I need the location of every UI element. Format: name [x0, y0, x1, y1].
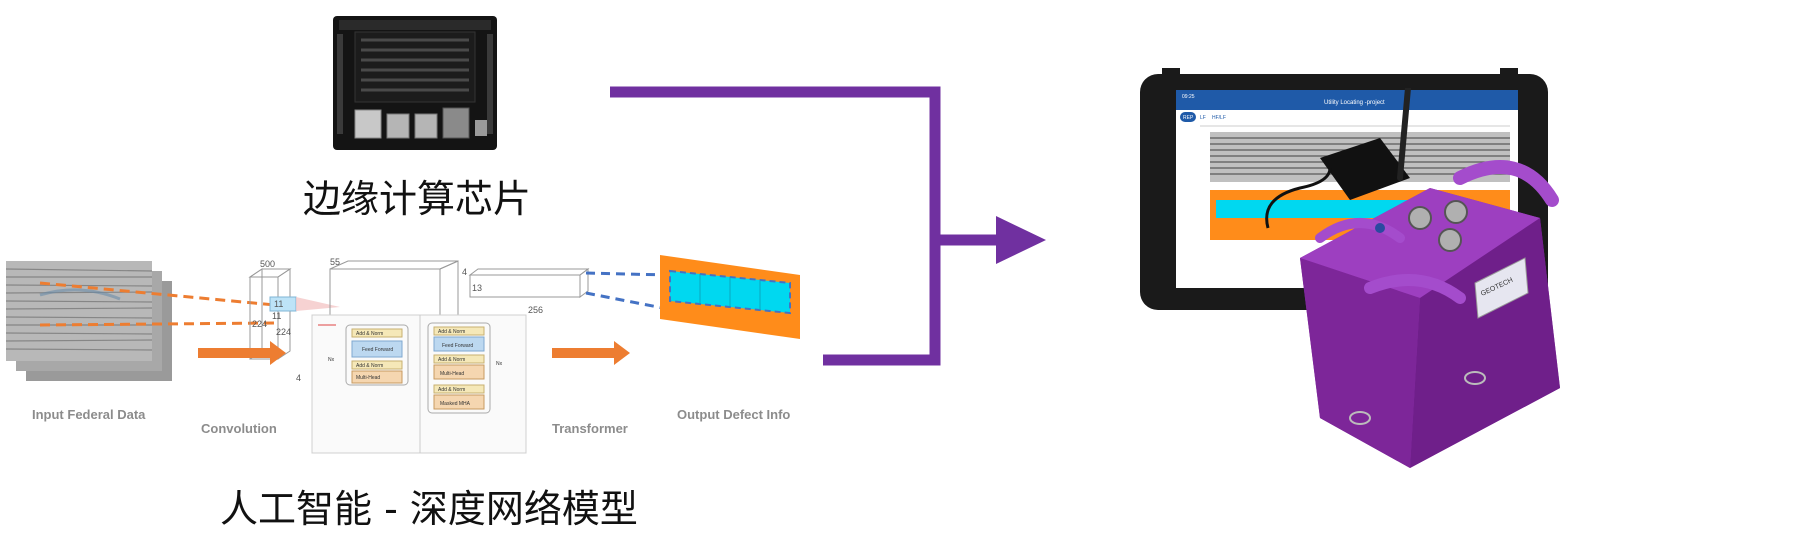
tablet-tab-lf: LF: [1200, 115, 1206, 121]
cnn-dim-256: 256: [528, 305, 543, 315]
cnn-dim-4b: 4: [462, 267, 467, 277]
cnn-dim-55a: 55: [330, 257, 340, 267]
tf-left-addnorm-2: Add & Norm: [356, 363, 383, 369]
transformer-arrow: [552, 341, 630, 365]
cnn-dim-11b: 11: [272, 311, 281, 321]
tf-right-addnorm-3: Add & Norm: [438, 387, 465, 393]
input-federal-data-label: Input Federal Data: [32, 407, 146, 422]
tf-left-addnorm-1: Add & Norm: [356, 331, 383, 337]
transformer-diagram: Add & Norm Feed Forward Add & Norm Multi…: [311, 314, 527, 454]
tf-nx-left: Nx: [328, 357, 335, 363]
tf-left-ff: Feed Forward: [362, 347, 393, 353]
tablet-app-title: Utility Locating -project: [1324, 100, 1385, 106]
tablet-tab-rep: REP: [1183, 115, 1194, 121]
output-defect-info-label: Output Defect Info: [677, 407, 791, 422]
edge-chip-board-image: [333, 16, 497, 150]
convolution-arrow: [198, 341, 286, 365]
cnn-dim-224b: 224: [252, 319, 267, 329]
transformer-label: Transformer: [552, 421, 628, 436]
cnn-dim-224a: 224: [276, 327, 291, 337]
tf-right-masked: Masked MHA: [440, 401, 471, 407]
input-gpr-stack: [5, 261, 172, 381]
cnn-dim-500: 500: [260, 259, 275, 269]
edge-chip-title: 边缘计算芯片: [303, 177, 532, 221]
gpr-device-image: GEOTECH: [1265, 88, 1560, 468]
ai-pipeline-diagram: 500 11 11 224 224 4 55 55 5 5 96 4 13 25…: [5, 255, 800, 454]
tablet-status-time: 09:25: [1182, 94, 1195, 100]
tf-right-ff: Feed Forward: [442, 343, 473, 349]
cnn-dim-11a: 11: [274, 299, 283, 309]
tf-right-mha: Multi-Head: [440, 371, 464, 377]
cnn-dim-4: 4: [296, 373, 301, 383]
tf-right-addnorm-2: Add & Norm: [438, 357, 465, 363]
convolution-label: Convolution: [201, 421, 277, 436]
cnn-dim-13: 13: [472, 283, 482, 293]
ai-model-title: 人工智能 - 深度网络模型: [220, 487, 638, 531]
tf-right-addnorm-1: Add & Norm: [438, 329, 465, 335]
output-defect-image: [660, 255, 800, 339]
tablet-tab-hflf: HF/LF: [1212, 115, 1226, 121]
tf-nx-right: Nx: [496, 361, 503, 367]
tf-left-mha: Multi-Head: [356, 375, 380, 381]
